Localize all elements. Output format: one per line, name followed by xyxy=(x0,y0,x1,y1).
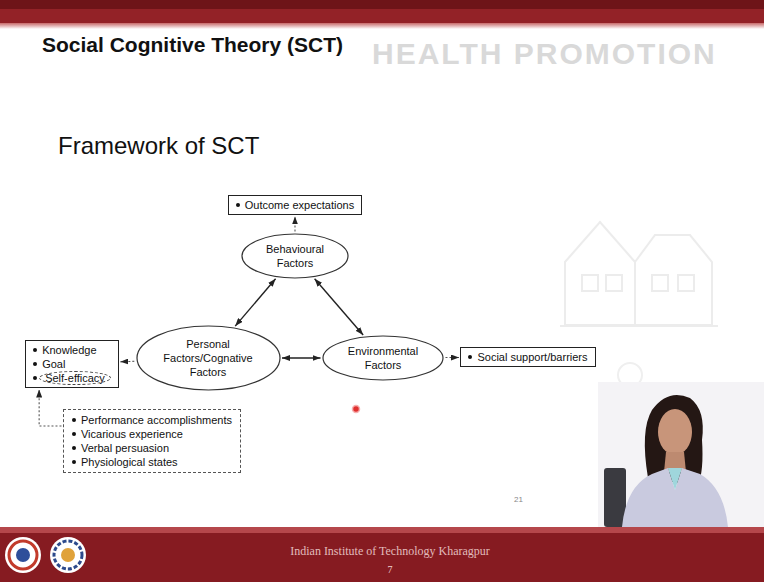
text-line: Social support/barriers xyxy=(468,350,587,364)
bullet-dot xyxy=(72,418,76,422)
logo-disc xyxy=(5,537,41,573)
video-ground xyxy=(598,382,764,527)
top-band xyxy=(0,0,764,9)
factor-ellipse: Behavioural Factors xyxy=(241,233,349,279)
text-line: Self-efficacy xyxy=(33,371,111,385)
bullet-dot xyxy=(236,203,240,207)
text-line: Performance accomplishments xyxy=(72,413,232,427)
dotted-connector xyxy=(445,357,458,358)
efficacy-source-box: Performance accomplishmentsVicarious exp… xyxy=(63,409,241,473)
text-line: Outcome expectations xyxy=(236,198,354,212)
dotted-connector xyxy=(294,217,295,232)
bullet-dot xyxy=(33,362,37,366)
node-text: Outcome expectations xyxy=(245,199,354,211)
logo-ring xyxy=(9,541,37,569)
node-content: Behavioural Factors xyxy=(260,242,330,270)
logo-core xyxy=(61,548,75,562)
house-sketch xyxy=(560,222,718,326)
ellipse-outline xyxy=(323,336,443,380)
logo-core xyxy=(16,548,30,562)
text-line: Goal xyxy=(33,357,111,371)
presenter-blazer xyxy=(622,468,728,527)
slide-number: 21 xyxy=(514,495,523,504)
node-text: Performance accomplishments xyxy=(81,414,232,426)
bullet-dot xyxy=(72,446,76,450)
node-text: Self-efficacy xyxy=(39,371,111,385)
presenter-video xyxy=(598,382,764,527)
bottom-band-edge xyxy=(0,527,764,533)
bullet-dot xyxy=(33,348,37,352)
node-text: Knowledge xyxy=(42,344,96,356)
institute-logo xyxy=(5,537,41,573)
bullet-dot xyxy=(72,460,76,464)
text-line: Physiological states xyxy=(72,455,232,469)
factor-ellipse: Environmental Factors xyxy=(322,335,444,381)
cognitive-list-box: KnowledgeGoalSelf-efficacy xyxy=(25,340,119,388)
slide-title: Social Cognitive Theory (SCT) xyxy=(42,33,343,57)
arrow-connector xyxy=(282,357,321,358)
node-content: Performance accomplishmentsVicarious exp… xyxy=(72,413,232,469)
presenter-face xyxy=(658,409,692,455)
node-content: Personal Factors/Cognative Factors xyxy=(160,337,256,379)
dotted-connector xyxy=(120,361,134,363)
top-band xyxy=(0,9,764,23)
node-text: Environmental Factors xyxy=(348,345,418,371)
text-line: Vicarious experience xyxy=(72,427,232,441)
node-content: KnowledgeGoalSelf-efficacy xyxy=(33,343,111,385)
support-box: Social support/barriers xyxy=(460,347,595,367)
text-line: Personal Factors/Cognative Factors xyxy=(160,337,256,379)
ellipse-outline xyxy=(322,335,444,381)
factor-ellipse: Personal Factors/Cognative Factors xyxy=(136,325,281,391)
ellipse-outline xyxy=(241,233,349,279)
node-text: Vicarious experience xyxy=(81,428,183,440)
text-line: Environmental Factors xyxy=(343,344,423,372)
page-number: 7 xyxy=(388,564,393,575)
ellipse-outline xyxy=(242,234,348,278)
bullet-dot xyxy=(468,355,472,359)
bottom-band xyxy=(0,533,764,582)
pointer-dot xyxy=(353,406,360,413)
node-text: Physiological states xyxy=(81,456,178,468)
chair-back xyxy=(604,468,626,527)
node-content: Outcome expectations xyxy=(236,198,354,212)
node-text: Social support/barriers xyxy=(477,351,587,363)
watermark: HEALTH PROMOTION xyxy=(372,37,717,71)
top-band-fade xyxy=(0,23,764,29)
ellipse-outline xyxy=(137,326,280,390)
text-line: Behavioural Factors xyxy=(260,242,330,270)
bullet-dot xyxy=(33,376,37,380)
node-text: Verbal persuasion xyxy=(81,442,169,454)
node-text: Behavioural Factors xyxy=(266,243,324,269)
logo-disc xyxy=(50,537,86,573)
logo-gear xyxy=(54,541,82,569)
node-text: Personal Factors/Cognative Factors xyxy=(163,338,252,378)
presenter-shirt xyxy=(668,468,682,490)
text-line: Verbal persuasion xyxy=(72,441,232,455)
iit-logo xyxy=(50,537,86,573)
dotted-connector xyxy=(39,390,61,427)
footer-text: Indian Institute of Technology Kharagpur xyxy=(290,544,490,559)
outcome-box: Outcome expectations xyxy=(228,195,362,215)
node-content: Environmental Factors xyxy=(343,344,423,372)
arrow-connector xyxy=(235,279,275,326)
text-line: Knowledge xyxy=(33,343,111,357)
subheading: Framework of SCT xyxy=(58,132,259,160)
node-text: Goal xyxy=(42,358,65,370)
arrow-connector xyxy=(315,279,364,335)
node-content: Social support/barriers xyxy=(468,350,587,364)
bullet-dot xyxy=(72,432,76,436)
